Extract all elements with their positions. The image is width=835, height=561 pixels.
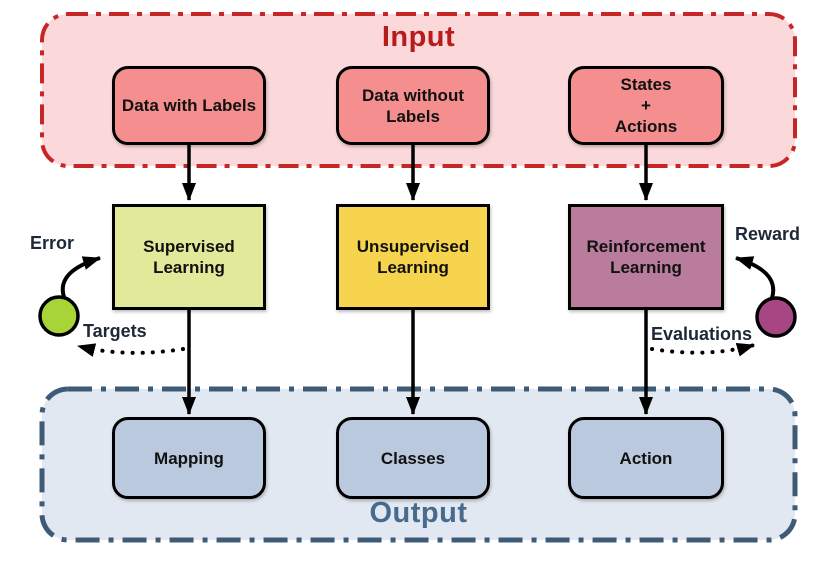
box-label: Data without	[362, 85, 464, 105]
output-box-action: Action	[568, 417, 724, 499]
error-node	[38, 295, 80, 337]
reinforcement-learning-box: Reinforcement Learning	[568, 204, 724, 310]
targets-dotted-arrow	[76, 343, 185, 357]
box-label: Actions	[614, 117, 678, 136]
evaluations-dotted-arrow	[650, 342, 756, 357]
box-label: Mapping	[154, 448, 224, 468]
supervised-learning-box: Supervised Learning	[112, 204, 266, 310]
input-box-data-with-labels: Data with Labels	[112, 66, 266, 145]
box-label: Labels	[386, 106, 440, 126]
input-box-states-actions: States + Actions	[568, 66, 724, 145]
output-box-classes: Classes	[336, 417, 490, 499]
reward-node	[755, 296, 797, 338]
box-label: Action	[619, 448, 673, 468]
evaluations-label: Evaluations	[651, 324, 753, 344]
box-label: States	[620, 75, 672, 94]
box-label: Learning	[377, 258, 449, 277]
box-label: Learning	[153, 258, 225, 277]
box-label: Classes	[380, 448, 446, 468]
box-label: Reinforcement	[586, 237, 706, 256]
output-box-mapping: Mapping	[112, 417, 266, 499]
unsupervised-learning-box: Unsupervised Learning	[336, 204, 490, 310]
box-label: Learning	[610, 258, 682, 277]
reward-feedback-arrow	[735, 256, 776, 299]
targets-label: Targets	[83, 321, 147, 341]
box-label: Data with Labels	[121, 96, 257, 115]
input-band-title: Input	[381, 21, 456, 53]
box-label: Unsupervised	[356, 237, 470, 256]
output-band-title: Output	[369, 497, 468, 529]
error-label: Error	[30, 233, 75, 253]
box-label: Supervised	[143, 237, 235, 256]
box-label: +	[641, 96, 651, 115]
error-feedback-arrow	[60, 256, 101, 298]
input-box-data-without-labels: Data without Labels	[336, 66, 490, 145]
reward-label: Reward	[735, 224, 801, 244]
